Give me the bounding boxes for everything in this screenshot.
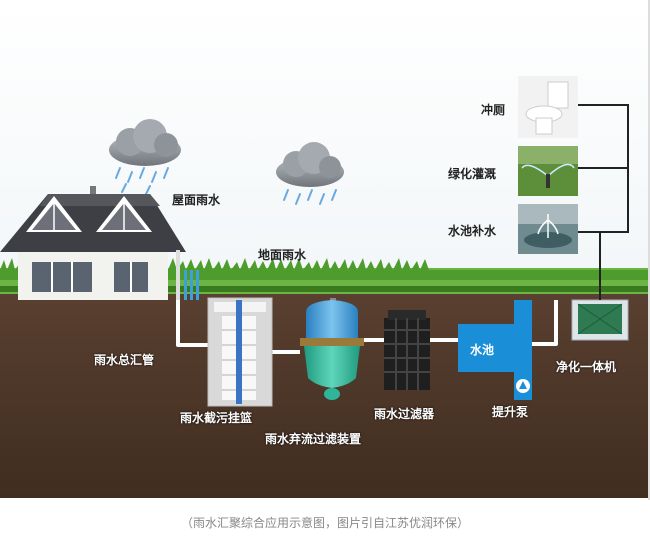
label-purifier: 净化一体机 bbox=[556, 360, 617, 374]
house bbox=[0, 186, 186, 300]
supply-line bbox=[578, 104, 629, 300]
figure-caption: （雨水汇聚综合应用示意图，图片引自江苏优润环保） bbox=[180, 516, 469, 530]
right-border bbox=[648, 0, 650, 500]
interception-basket bbox=[207, 297, 273, 407]
label-filter: 雨水过滤器 bbox=[374, 407, 435, 421]
pool-tank bbox=[458, 300, 532, 400]
label-diverter: 雨水弃流过滤装置 bbox=[265, 432, 362, 446]
label-roof-rain: 屋面雨水 bbox=[172, 193, 221, 207]
purification-unit bbox=[571, 299, 629, 341]
first-flush-diverter bbox=[300, 298, 364, 400]
toilet-image bbox=[518, 76, 578, 138]
pool-refill-image bbox=[518, 204, 578, 254]
label-pump: 提升泵 bbox=[492, 405, 529, 419]
cloud-right bbox=[276, 142, 344, 205]
label-basket: 雨水截污挂篮 bbox=[180, 411, 253, 425]
label-pool: 水池 bbox=[470, 343, 495, 357]
cloud-left bbox=[109, 119, 181, 195]
ground-inlet-pipes bbox=[184, 270, 199, 300]
rain-filter bbox=[384, 310, 430, 390]
irrigation-image bbox=[518, 146, 578, 196]
label-pool-refill: 水池补水 bbox=[448, 224, 497, 238]
label-ground-rain: 地面雨水 bbox=[258, 248, 307, 262]
label-toilet: 冲厕 bbox=[481, 103, 506, 117]
label-irrigation: 绿化灌溉 bbox=[448, 167, 497, 181]
label-main-pipe: 雨水总汇管 bbox=[94, 353, 155, 367]
